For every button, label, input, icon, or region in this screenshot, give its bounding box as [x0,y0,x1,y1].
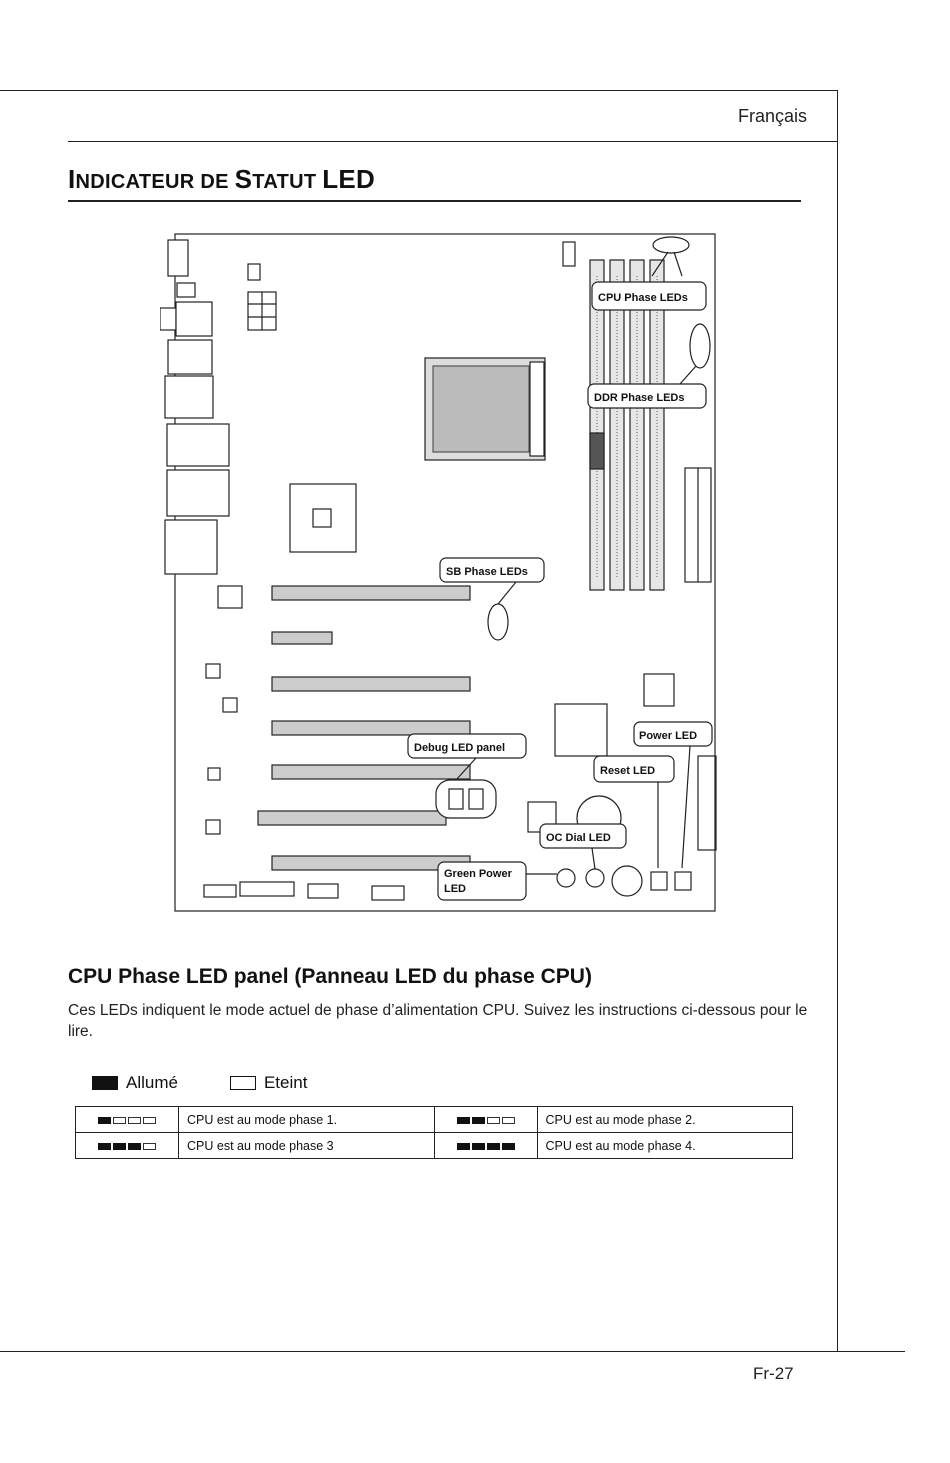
io-usb-2 [164,375,214,419]
callout-sb-phase-label: SB Phase LEDs [446,566,528,578]
led-on-icon [501,1142,515,1150]
right-page-rule [837,90,838,1352]
phase-description: CPU est au mode phase 2. [536,1106,793,1133]
led-off-icon [501,1116,515,1124]
legend-on: Allumé [92,1073,178,1093]
led-legend: Allumé Eteint [92,1073,359,1093]
top-page-rule [0,90,838,91]
phase-description: CPU est au mode phase 3 [178,1132,435,1159]
page-number: Fr-27 [753,1364,794,1383]
led-on-icon [456,1142,470,1150]
callout-green-power [437,861,527,901]
phase-description: CPU est au mode phase 1. [178,1106,435,1133]
led-on-swatch [92,1076,118,1090]
led-off-icon [486,1116,500,1124]
cpu-phase-leds [652,236,690,254]
io-lan-2 [166,469,230,517]
legend-off-label: Eteint [263,1073,308,1092]
reset-button [650,871,668,891]
chip-left-3 [222,697,238,713]
chip-left-4 [207,767,221,781]
section-title: INDICATEUR DE STATUT LED [68,164,376,194]
io-chip [643,673,675,707]
oc-dial [611,865,643,897]
chip-left-5 [205,819,221,835]
led-off-icon [128,1116,141,1124]
table-row: CPU est au mode phase 3 CPU est au mode … [75,1132,793,1159]
led-off-icon [143,1116,156,1124]
led-indicator [433,1132,538,1159]
pcie-slots [257,585,471,871]
io-ps2 [167,239,189,277]
motherboard-svg: CPU Phase LEDs DDR Phase LEDs SB Phase L… [160,233,717,912]
led-indicator [75,1132,179,1159]
io-audio-optical [160,307,177,331]
dimm-slots [589,259,665,591]
io-usb-1 [167,339,213,375]
header-bottom-3 [307,883,339,899]
callout-reset-led-label: Reset LED [600,765,655,777]
section-title-rule [68,200,801,202]
oc-dial-led [585,868,605,888]
panel-description: Ces LEDs indiquent le mode actuel de pha… [68,1002,808,1040]
callout-cpu-phase [591,281,707,311]
io-port [176,282,196,298]
callout-oc-dial-label: OC Dial LED [546,832,611,844]
panel-heading: CPU Phase LED panel (Panneau LED du phas… [68,965,592,988]
callout-power-led [633,721,713,747]
led-on-icon [486,1142,500,1150]
table-row: CPU est au mode phase 1. CPU est au mode… [75,1106,793,1133]
phase-description: CPU est au mode phase 4. [536,1132,793,1159]
chip-left-2 [205,663,221,679]
debug-led-display [435,779,497,819]
callout-debug-panel [407,733,527,759]
callout-oc-dial [539,823,627,849]
led-on-icon [128,1142,141,1150]
ddr-phase-leds [689,323,711,369]
led-on-icon [98,1116,111,1124]
header-bottom-1 [203,884,237,898]
sb-phase-leds [487,603,509,641]
io-audio [164,519,218,575]
callout-green-power-label-1: Green Power [444,868,513,880]
green-power-led [556,868,576,888]
fan-header [247,263,261,281]
callout-reset-led [593,755,675,783]
led-off-icon [143,1142,156,1150]
led-on-icon [456,1116,470,1124]
header-bottom-4 [371,885,405,901]
header-rule [68,141,838,142]
callout-debug-panel-label: Debug LED panel [414,742,505,754]
io-lan-1 [166,423,230,467]
phase-mode-table: CPU est au mode phase 1. CPU est au mode… [75,1106,793,1159]
callout-green-power-label-2: LED [444,883,466,895]
legend-off: Eteint [229,1073,308,1093]
led-off-swatch [229,1076,256,1090]
motherboard-diagram: CPU Phase LEDs DDR Phase LEDs SB Phase L… [160,228,720,918]
northbridge-core [312,508,332,528]
callout-ddr-phase [587,383,707,409]
footer-rule [0,1351,905,1352]
led-on-icon [98,1142,111,1150]
header-bottom-2 [239,881,295,897]
northbridge [289,483,357,553]
led-on-icon [113,1142,126,1150]
led-on-icon [471,1142,485,1150]
legend-on-label: Allumé [126,1073,178,1092]
side-connectors [697,755,717,851]
led-indicator [433,1106,538,1133]
callout-ddr-phase-label: DDR Phase LEDs [594,392,684,404]
callout-power-led-label: Power LED [639,730,697,742]
language-label: Français [738,106,808,126]
power-button [674,871,692,891]
led-on-icon [471,1116,485,1124]
southbridge [554,703,608,757]
callout-cpu-phase-label: CPU Phase LEDs [598,292,688,304]
chip-left-1 [217,585,243,609]
header-top [562,241,576,267]
callout-sb-phase [439,557,545,583]
led-off-icon [113,1116,126,1124]
led-indicator [75,1106,179,1133]
io-esata [175,301,213,337]
